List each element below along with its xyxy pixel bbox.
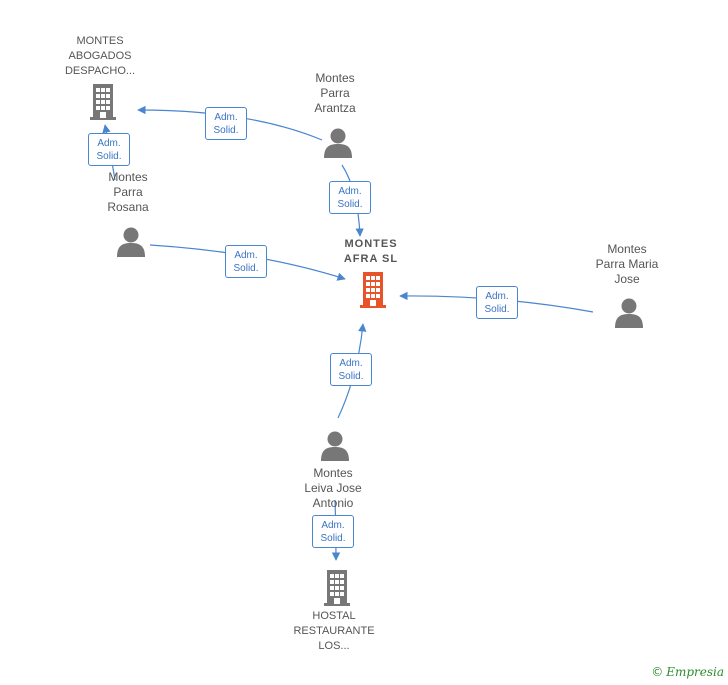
node-label-hostal[interactable]: HOSTAL RESTAURANTE LOS... [293, 610, 375, 652]
edge-label-arantza-abogados[interactable]: Adm. Solid. [205, 107, 247, 140]
brand-name: Empresia [666, 665, 724, 679]
person-icon[interactable] [615, 298, 643, 329]
main-building-icon[interactable] [360, 272, 386, 308]
edge-label-rosana-abogados[interactable]: Adm. Solid. [88, 133, 130, 166]
person-icon[interactable] [324, 128, 352, 159]
edge-label-mariajose-main[interactable]: Adm. Solid. [476, 286, 518, 319]
edge-label-leiva-hostal[interactable]: Adm. Solid. [312, 515, 354, 548]
edge-label-arantza-main[interactable]: Adm. Solid. [329, 181, 371, 214]
node-label-abogados[interactable]: MONTES ABOGADOS DESPACHO... [64, 35, 136, 77]
person-icon[interactable] [117, 227, 145, 258]
building-icon[interactable] [324, 570, 350, 606]
person-icon[interactable] [321, 431, 349, 462]
node-label-rosana[interactable]: Montes Parra Rosana [107, 170, 149, 214]
node-label-maria-jose[interactable]: Montes Parra Maria Jose [595, 242, 659, 286]
edge-label-leiva-main[interactable]: Adm. Solid. [330, 353, 372, 386]
edge-label-rosana-main[interactable]: Adm. Solid. [225, 245, 267, 278]
building-icon[interactable] [90, 84, 116, 120]
copyright-symbol: © [651, 665, 664, 679]
brand-watermark: ©Empresia [651, 665, 724, 679]
node-label-leiva[interactable]: Montes Leiva Jose Antonio [304, 466, 362, 510]
node-label-arantza[interactable]: Montes Parra Arantza [314, 71, 356, 115]
node-label-main-company[interactable]: MONTES AFRA SL [343, 238, 399, 265]
